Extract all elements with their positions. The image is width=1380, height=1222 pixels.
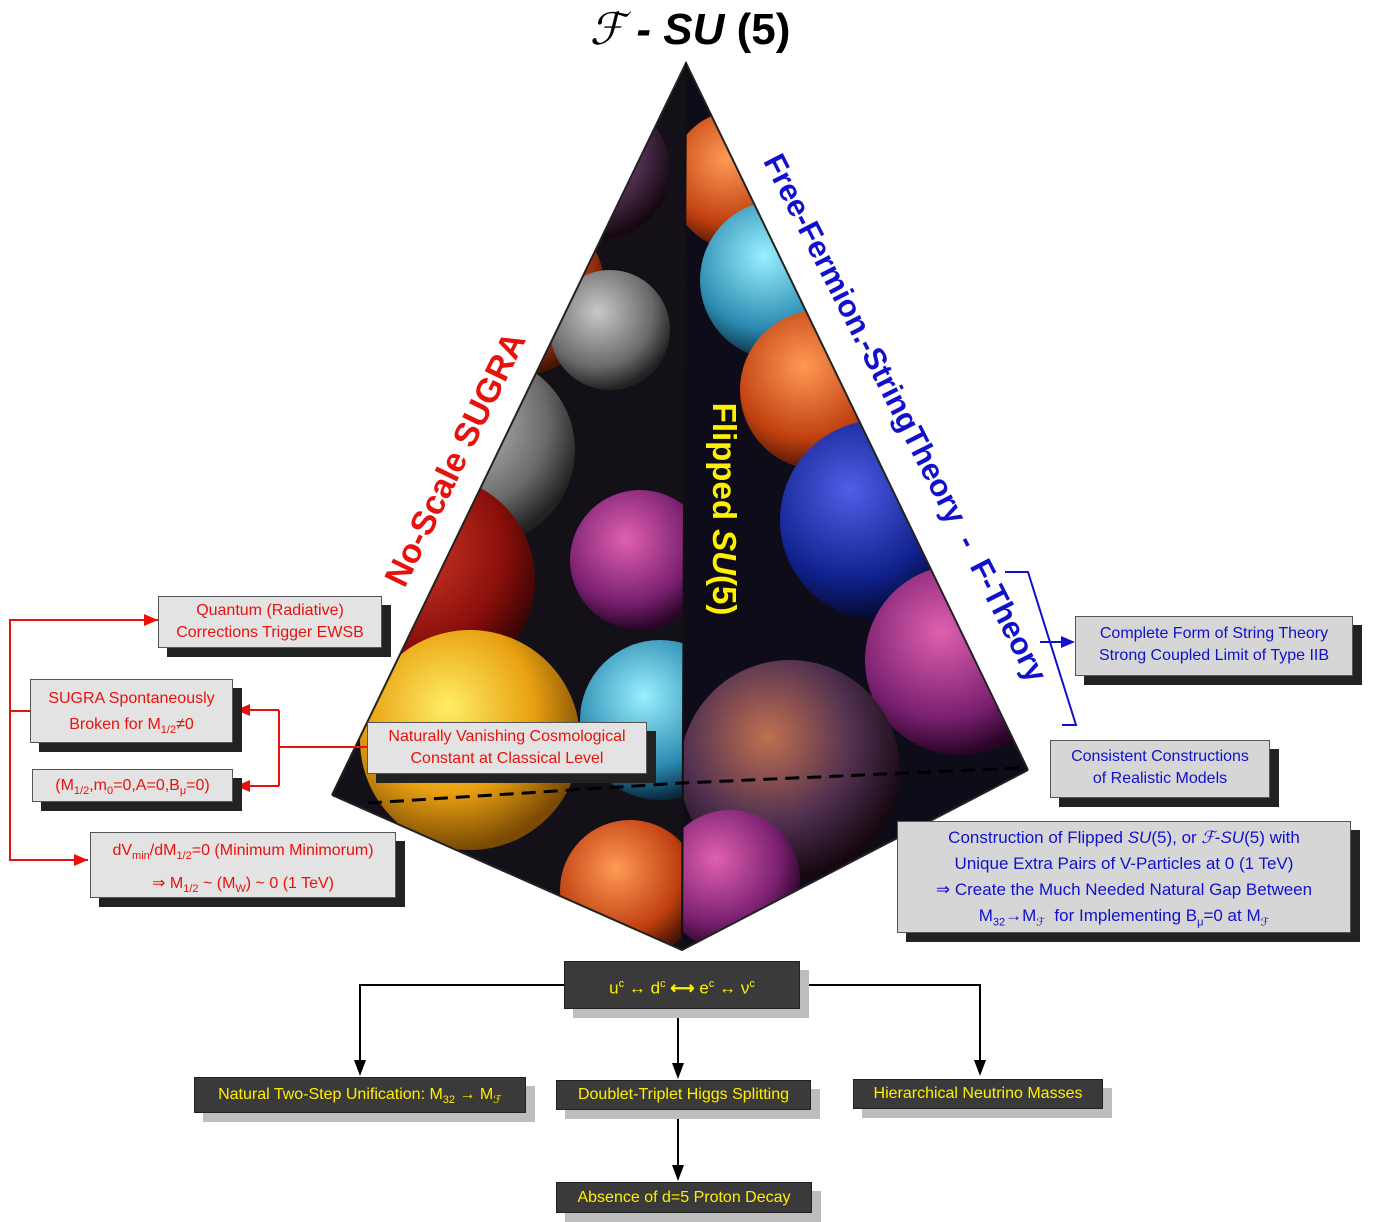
title-su: SU xyxy=(663,5,725,54)
title-symbol: ℱ xyxy=(589,4,625,55)
bottom-connectors xyxy=(359,984,981,1170)
cosmological-constant-box: Naturally Vanishing Cosmological Constan… xyxy=(367,722,647,774)
construction-line2: Unique Extra Pairs of V-Particles at 0 (… xyxy=(954,854,1294,873)
minimum-minimorum-box: dVmin/dM1/2=0 (Minimum Minimorum) ⇒ M1/2… xyxy=(90,832,396,898)
proton-text: Absence of d=5 Proton Decay xyxy=(577,1189,791,1206)
pyramid-base-dashed xyxy=(367,766,1021,805)
construction-line1: Construction of Flipped SU(5), or ℱ-SU(5… xyxy=(948,828,1300,848)
neutrino-text: Hierarchical Neutrino Masses xyxy=(873,1085,1083,1102)
left-connectors xyxy=(9,619,367,861)
particle-multiplet-box: uc ↔ dc ⟷ ec ↔ νc xyxy=(564,961,800,1009)
consistent-line2: of Realistic Models xyxy=(1092,770,1228,787)
center-five-text: (5) xyxy=(706,575,743,616)
title-five: (5) xyxy=(736,5,791,54)
title-dash: - xyxy=(636,5,652,54)
cosmo-line1: Naturally Vanishing Cosmological xyxy=(388,728,626,745)
string-theory-box: Complete Form of String Theory Strong Co… xyxy=(1075,616,1353,676)
string-line2: Strong Coupled Limit of Type IIB xyxy=(1098,647,1330,664)
flipped-text: Flipped xyxy=(706,402,743,530)
cosmo-line2: Constant at Classical Level xyxy=(410,750,604,767)
quantum-line2: Corrections Trigger EWSB xyxy=(176,624,364,641)
params-box: (M1/2,m0=0,A=0,Bμ=0) xyxy=(32,769,233,802)
construction-line4: M32→Mℱ for Implementing Bμ=0 at Mℱ xyxy=(978,906,1270,929)
flipped-su5-label: Flipped SU(5) xyxy=(705,379,743,639)
two-step-unification-box: Natural Two-Step Unification: M32 → Mℱ xyxy=(194,1077,526,1113)
left-arrowheads xyxy=(74,614,250,866)
doublet-text: Doublet-Triplet Higgs Splitting xyxy=(577,1086,790,1103)
bracket-arrowhead xyxy=(1061,636,1075,648)
quantum-line1: Quantum (Radiative) xyxy=(196,602,344,619)
doublet-triplet-box: Doublet-Triplet Higgs Splitting xyxy=(556,1080,811,1110)
pyramid-left-face xyxy=(332,63,686,950)
neutrino-masses-box: Hierarchical Neutrino Masses xyxy=(853,1079,1103,1109)
sugra-broken-box: SUGRA Spontaneously Broken for M1/2≠0 xyxy=(30,679,233,743)
consistent-line1: Consistent Constructions xyxy=(1071,748,1249,765)
construction-line3: ⇒ Create the Much Needed Natural Gap Bet… xyxy=(935,880,1313,899)
bottom-arrowheads xyxy=(354,1060,986,1181)
string-line1: Complete Form of String Theory xyxy=(1099,625,1329,642)
sugra-line2: Broken for M1/2≠0 xyxy=(69,716,194,737)
consistent-constructions-box: Consistent Constructions of Realistic Mo… xyxy=(1050,740,1270,798)
min-line1: dVmin/dM1/2=0 (Minimum Minimorum) xyxy=(112,842,374,863)
min-line2: ⇒ M1/2 ~ (MW) ~ 0 (1 TeV) xyxy=(152,875,334,896)
proton-decay-box: Absence of d=5 Proton Decay xyxy=(556,1182,812,1213)
flipped-construction-box: Construction of Flipped SU(5), or ℱ-SU(5… xyxy=(897,821,1351,933)
center-su-text: SU xyxy=(706,529,743,575)
page-title: ℱ - SU (5) xyxy=(0,4,1380,55)
sugra-line1: SUGRA Spontaneously xyxy=(48,690,215,707)
quantum-corrections-box: Quantum (Radiative) Corrections Trigger … xyxy=(158,596,382,648)
